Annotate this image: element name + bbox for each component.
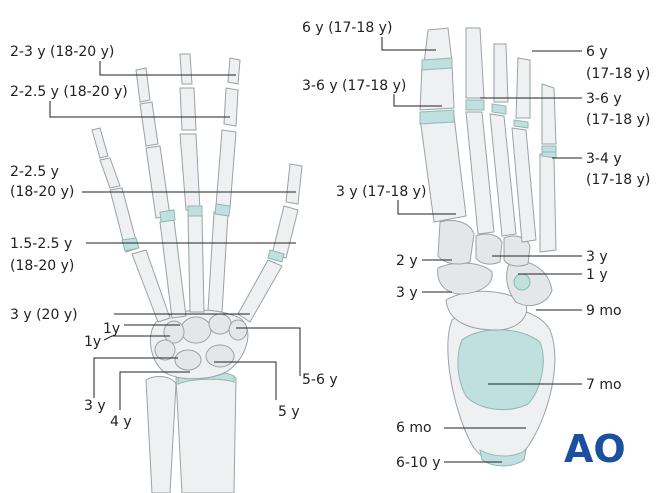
label-intermediate-cuneiform: 1 y xyxy=(586,267,608,283)
ulna-bone xyxy=(145,376,177,493)
toe-5-phalanges xyxy=(541,83,557,145)
metatarsal-5 xyxy=(539,153,557,253)
carpal-triquetrum xyxy=(154,339,176,361)
label-scaphoid: 5 y xyxy=(278,404,300,420)
toe-5-growth-plate xyxy=(541,145,557,153)
distal-phalanx-3 xyxy=(179,53,193,85)
metatarsal-4 xyxy=(511,127,537,243)
hand-labels: 2-3 y (18-20 y) 2-2.5 y (18-20 y) 2-2.5 … xyxy=(10,44,338,430)
proximal-phalanx-3 xyxy=(179,133,201,211)
label-metatarsals-fusion: (17-18 y) xyxy=(586,172,650,188)
metacarpal-3 xyxy=(187,213,205,313)
cuneiform-medial xyxy=(437,220,475,265)
label-toe-phalanges-fusion: (17-18 y) xyxy=(586,66,650,82)
toe-2-phalanges xyxy=(465,27,485,99)
label-capitate: 1y xyxy=(103,321,120,337)
carpal-trapezium xyxy=(228,319,248,341)
label-lateral-cuneiform: 3 y xyxy=(586,249,608,265)
label-talus-3y: 3 y xyxy=(396,285,418,301)
label-metacarpals-age: 1.5-2.5 y xyxy=(10,236,72,252)
mt1-growth-plate xyxy=(419,109,455,125)
metatarsal-2 xyxy=(465,111,495,235)
growth-plate-2-mc xyxy=(214,203,231,217)
radius-bone xyxy=(175,372,237,493)
carpal-hamate xyxy=(163,320,185,344)
toe-3-phalanges xyxy=(493,43,509,103)
mt2-growth-plate xyxy=(465,99,485,111)
carpal-lunate xyxy=(174,349,202,371)
proximal-phalanx-2 xyxy=(215,129,237,209)
foot-illustration xyxy=(419,27,557,467)
growth-plate-5-mc xyxy=(121,237,140,252)
label-navicular-2y: 2 y xyxy=(396,253,418,269)
middle-phalanx-5 xyxy=(99,157,121,189)
label-proximal-phalanges-fusion: (18-20 y) xyxy=(10,184,74,200)
label-proximal-phalanges-foot-fusion: (17-18 y) xyxy=(586,112,650,128)
label-calcaneus: 7 mo xyxy=(586,377,622,393)
label-cuboid: 9 mo xyxy=(586,303,622,319)
metacarpal-2 xyxy=(207,211,229,313)
label-proximal-phalanges-foot-age: 3-6 y xyxy=(586,91,622,107)
proximal-phalanx-1 xyxy=(271,205,299,259)
label-proximal-phalanges-age: 2-2.5 y xyxy=(10,164,59,180)
distal-phalanx-2 xyxy=(227,57,241,85)
carpal-capitate xyxy=(180,316,212,344)
label-metatarsals-age: 3-4 y xyxy=(586,151,622,167)
label-first-metacarpal: 3 y (20 y) xyxy=(10,307,78,323)
foot-labels: 6 y (17-18 y) 3-6 y (17-18 y) 3 y (17-18… xyxy=(302,20,650,471)
great-toe-pp-growth-plate xyxy=(421,57,453,71)
middle-phalanx-3 xyxy=(179,87,197,131)
distal-phalanx-5 xyxy=(91,127,109,159)
label-middle-phalanges-hand: 2-2.5 y (18-20 y) xyxy=(10,84,128,100)
cuboid-ossification-center xyxy=(513,273,531,291)
calcaneus-ossification-center xyxy=(457,329,544,410)
mt4-growth-plate xyxy=(513,119,529,129)
talus-bone xyxy=(445,290,528,331)
growth-plate-3-mc xyxy=(187,205,203,217)
label-calcaneal-apophysis: 6-10 y xyxy=(396,455,441,471)
label-trapezium-trapezoid: 5-6 y xyxy=(302,372,338,388)
label-great-toe-phalanx: 6 y (17-18 y) xyxy=(302,20,392,36)
mt3-growth-plate xyxy=(491,103,507,115)
ao-logo: AO xyxy=(564,427,626,471)
label-medial-cuneiform: 3 y (17-18 y) xyxy=(336,184,426,200)
carpal-trapezoid xyxy=(208,313,232,335)
growth-plate-4-mc xyxy=(159,209,176,223)
leader-lines xyxy=(49,37,582,463)
hand-illustration xyxy=(91,53,303,493)
label-triquetrum: 3 y xyxy=(84,398,106,414)
great-toe-proximal-phalanx xyxy=(419,63,455,111)
carpal-scaphoid xyxy=(205,344,235,368)
distal-phalanx-4 xyxy=(135,67,151,103)
growth-plate-1-pp xyxy=(267,249,285,263)
proximal-phalanx-4 xyxy=(145,145,171,219)
middle-phalanx-4 xyxy=(139,101,159,147)
distal-phalanx-1 xyxy=(285,163,303,205)
label-lunate: 4 y xyxy=(110,414,132,430)
label-toe-phalanges-age: 6 y xyxy=(586,44,608,60)
cuneiform-lateral xyxy=(503,235,531,267)
metatarsal-3 xyxy=(489,113,517,237)
label-hamate: 1y xyxy=(84,334,101,350)
label-first-metatarsal: 3-6 y (17-18 y) xyxy=(302,78,406,94)
label-metacarpals-fusion: (18-20 y) xyxy=(10,258,74,274)
metatarsal-1 xyxy=(419,115,467,223)
middle-phalanx-2 xyxy=(223,87,239,127)
label-distal-phalanges-hand: 2-3 y (18-20 y) xyxy=(10,44,114,60)
toe-4-phalanges xyxy=(515,57,531,119)
navicular-bone xyxy=(437,262,493,295)
metacarpal-5 xyxy=(131,249,171,323)
metacarpal-1 xyxy=(237,259,283,323)
cuneiform-intermediate xyxy=(475,233,503,265)
label-calcaneal-body: 6 mo xyxy=(396,420,432,436)
